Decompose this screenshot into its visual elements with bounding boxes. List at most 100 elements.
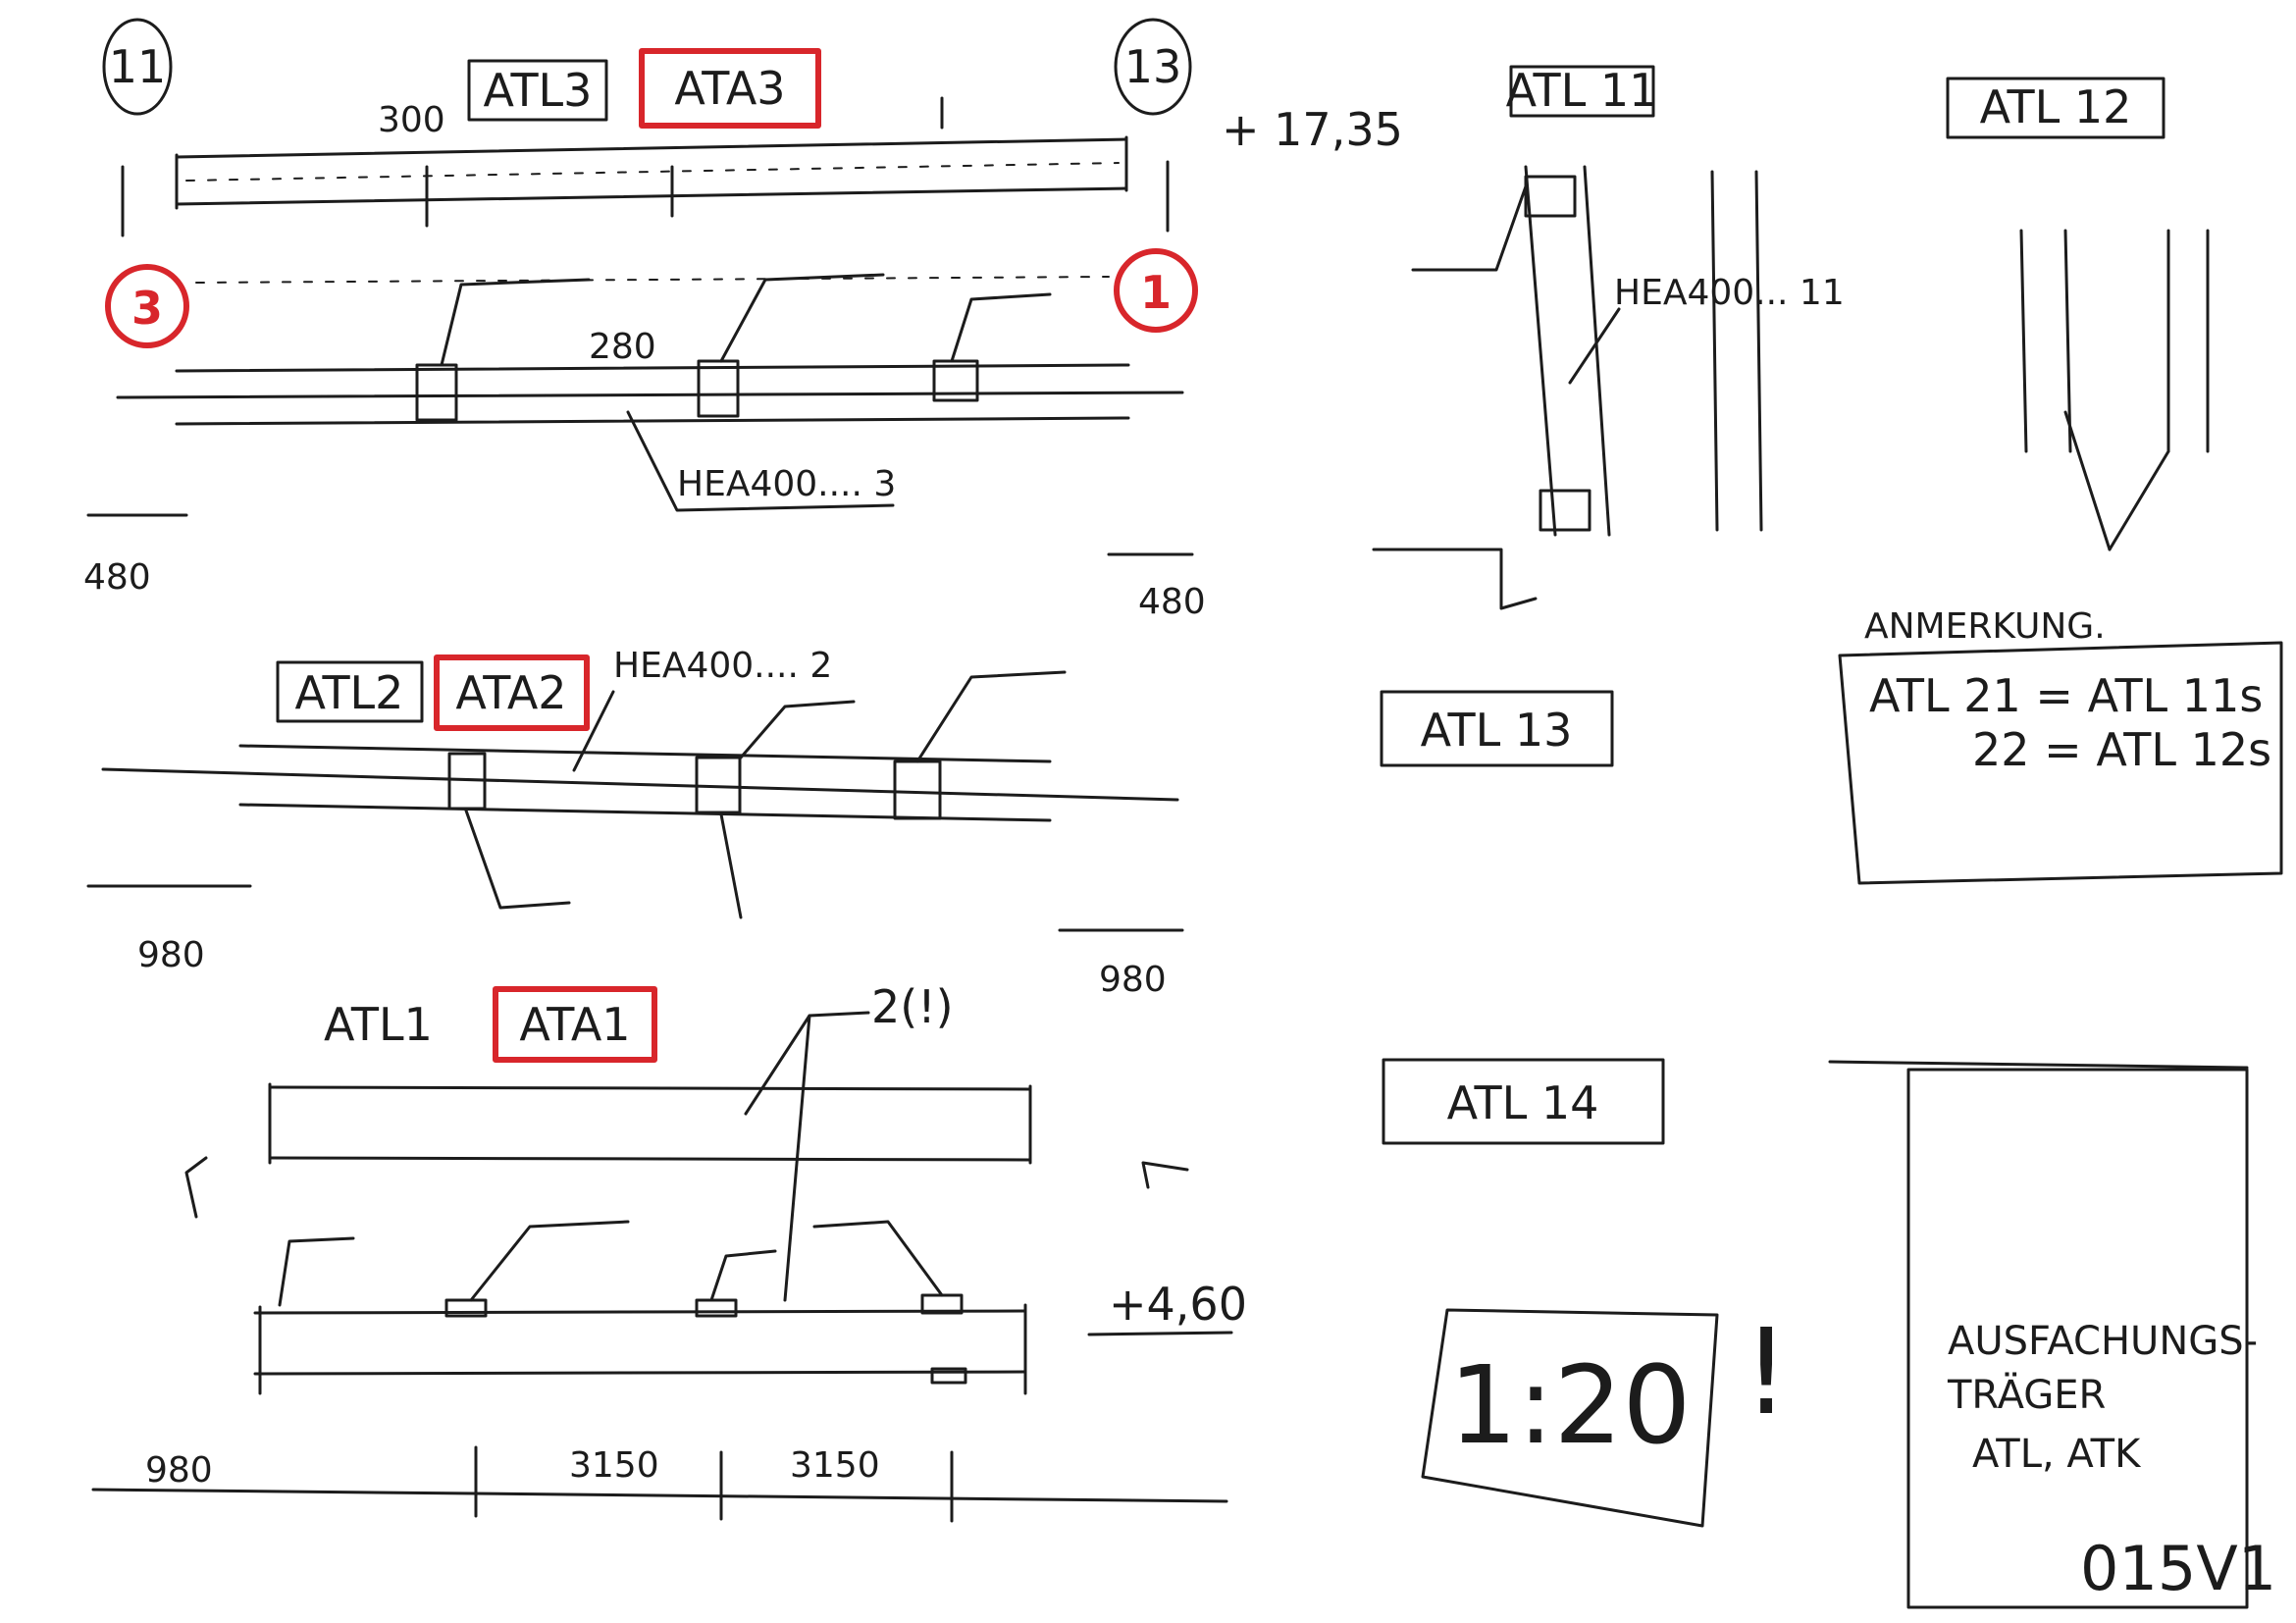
atl3-elevation-top [175, 363, 1130, 373]
reference-line [195, 276, 1110, 284]
atl1-elevation-bottom [253, 1370, 1027, 1376]
scale-exclamation: ! [1743, 1305, 1790, 1441]
grid-axis-11-label: 11 [109, 40, 167, 93]
atl3-beam-centerline [185, 162, 1120, 182]
grid-axis-13-bubble [1114, 18, 1192, 116]
note-2-annotation: 2(!) [871, 980, 954, 1033]
ata2-label-box [434, 654, 590, 731]
atl11-column-right [1583, 165, 1611, 537]
break-line [1372, 548, 1538, 610]
scale-frame [1421, 1308, 1719, 1528]
position-1-label: 1 [1140, 266, 1172, 319]
title-block-top [1828, 1060, 2249, 1070]
leader-line [915, 670, 1067, 763]
note-block: ANMERKUNG. ATL 21 = ATL 11s 22 = ATL 12s [1838, 606, 2283, 885]
dim-980-left-label: 980 [137, 935, 205, 975]
section-atl1: ATL1 ATA1 2(!) +4,60 980 3150 3150 [91, 980, 1247, 1523]
atl1-elevation-top [253, 1309, 1027, 1315]
hea11-annotation: HEA400... 11 [1614, 273, 1845, 313]
atl3-label-box [467, 59, 608, 122]
sheet-number: 015V1 [2080, 1533, 2276, 1604]
atl1-label: ATL1 [324, 998, 433, 1051]
leader-line [719, 812, 743, 919]
atl11-bottom-plate [1539, 489, 1592, 532]
title-block: AUSFACHUNGS- TRÄGER ATL, ATK 015V1 [1828, 1060, 2276, 1609]
elevation-mid-label: +4,60 [1109, 1278, 1247, 1331]
leader-line [278, 1236, 355, 1307]
detail-atl12: ATL 12 [1946, 77, 2210, 551]
connection-plate [415, 363, 458, 422]
atl13-label-box [1380, 690, 1614, 767]
connection-plate [893, 759, 942, 820]
atl12-column-a-right [2063, 229, 2072, 453]
position-1-bubble [1114, 248, 1198, 333]
note-title: ANMERKUNG. [1864, 606, 2106, 647]
section-atl2: ATL2 ATA2 HEA400.... 2 980 980 [86, 646, 1184, 1000]
break-line [184, 1156, 208, 1219]
atl3-elevation-axis [116, 391, 1184, 399]
dim-980-right-label: 980 [1099, 960, 1167, 1000]
leader-line [950, 292, 1052, 363]
ata1-label-box [493, 986, 657, 1063]
atl11-side-column-left [1710, 170, 1719, 532]
scale-block: 1:20 ! [1421, 1305, 1790, 1528]
atl12-label-box [1946, 77, 2166, 139]
atl13-label: ATL 13 [1421, 704, 1573, 757]
atl3-beam-bottom-edge [175, 186, 1128, 206]
detail-atl11: ATL 11 HEA400... 11 [1372, 64, 1845, 610]
connection-plate [932, 359, 979, 402]
hea11-leader [1568, 307, 1621, 385]
leader-line [440, 278, 591, 367]
hea3-annotation: HEA400.... 3 [677, 464, 896, 504]
hea2-annotation: HEA400.... 2 [613, 646, 832, 686]
atl1-beam-top [268, 1085, 1032, 1091]
leader-line [709, 1249, 777, 1302]
note-frame [1838, 641, 2283, 885]
title-block-frame [1906, 1068, 2249, 1609]
connection-plate [697, 359, 740, 418]
note-line-1: ATL 21 = ATL 11s [1869, 669, 2263, 722]
hea2-leader [572, 690, 615, 772]
title-line-3: ATL, ATK [1972, 1432, 2142, 1477]
leader-line [464, 809, 571, 910]
scale-value: 1:20 [1448, 1342, 1691, 1468]
atl11-column-left [1524, 165, 1557, 537]
atl14-label: ATL 14 [1447, 1076, 1599, 1129]
hea3-leader [626, 410, 895, 512]
leader-line [2108, 449, 2170, 551]
elevation-top-label: + 17,35 [1222, 103, 1403, 156]
ata3-label-box [639, 48, 821, 129]
atl3-beam-top-edge [175, 137, 1128, 159]
dim-3150-b-label: 3150 [790, 1445, 880, 1486]
atl2-beam-axis [101, 767, 1179, 802]
position-3-bubble [105, 264, 189, 348]
dim-480-left-label: 480 [83, 557, 151, 598]
atl11-side-column-right [1754, 170, 1763, 532]
atl2-label: ATL2 [295, 666, 404, 719]
dim-480-right-label: 480 [1138, 582, 1206, 622]
ata1-label: ATA1 [519, 998, 630, 1051]
leader-line [719, 273, 885, 363]
atl2-label-box [276, 660, 424, 723]
connection-plate [444, 1298, 488, 1318]
grid-axis-11-bubble [102, 18, 173, 116]
title-line-2: TRÄGER [1947, 1371, 2106, 1418]
dim-300-label: 300 [378, 100, 445, 140]
connection-plate [930, 1367, 967, 1385]
leader-line [812, 1220, 944, 1297]
atl11-label-box [1509, 65, 1655, 118]
atl11-top-plate [1524, 175, 1577, 218]
dim-3150-a-label: 3150 [569, 1445, 659, 1486]
leader-line [2063, 410, 2112, 551]
dim-280-label: 280 [589, 327, 656, 367]
grid-axis-13-label: 13 [1124, 40, 1182, 93]
atl12-label: ATL 12 [1980, 80, 2132, 133]
leader-line [739, 700, 856, 759]
note-line-2: 22 = ATL 12s [1972, 723, 2271, 776]
dim-line-bottom [91, 1488, 1228, 1503]
ata3-label: ATA3 [674, 62, 785, 115]
dim-980-bottom-label: 980 [145, 1450, 213, 1491]
atl1-beam-bottom [268, 1156, 1032, 1162]
atl14-label-box [1382, 1058, 1665, 1145]
